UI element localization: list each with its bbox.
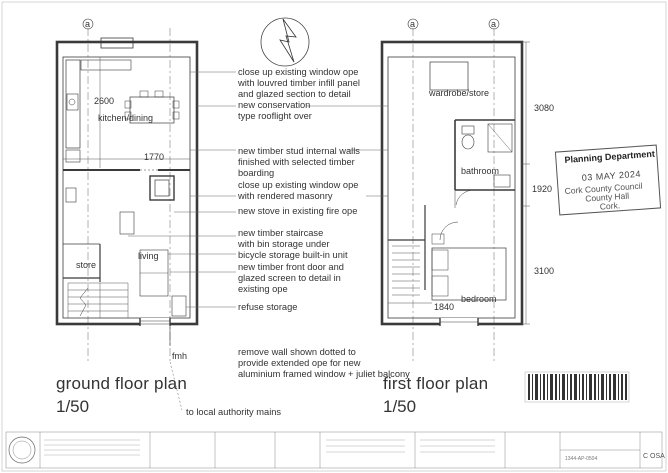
note-line: finished with selected timber: [238, 157, 355, 167]
room-label-store: store: [76, 260, 96, 270]
stamp-line: Cork.: [599, 200, 621, 212]
note-line: remove wall shown dotted to: [238, 347, 356, 357]
room-label-bathroom: bathroom: [461, 166, 499, 176]
note-line: provide extended ope for new: [238, 358, 361, 368]
barcode-icon: [524, 371, 630, 403]
room-label-living: living: [138, 251, 159, 261]
room-label-fmh: fmh: [172, 351, 187, 361]
note-line: type rooflight over: [238, 111, 312, 121]
stamp-title: Planning Department: [564, 148, 656, 165]
note-line: new stove in existing fire ope: [238, 206, 358, 216]
note-line: close up existing window ope: [238, 67, 359, 77]
dimension-1920: 1920: [532, 184, 552, 194]
note-line: with bin storage under: [238, 239, 330, 249]
first-floor-plan: [380, 18, 530, 362]
room-label-bedroom: bedroom: [461, 294, 497, 304]
note-line: new timber staircase: [238, 228, 324, 238]
note-line: glazed screen to detail in: [238, 273, 341, 283]
ground-floor-plan: [55, 18, 199, 411]
note-line: new conservation: [238, 100, 311, 110]
room-label-wardrobe: wardrobe/store: [428, 88, 489, 98]
note-line: bicycle storage built-in unit: [238, 250, 348, 260]
first-floor-plan-scale: 1/50: [383, 397, 417, 416]
title-block: [5, 431, 663, 469]
room-label-kitchen: kitchen/dining: [98, 113, 153, 123]
leader-lines: [128, 71, 388, 308]
note-line: to local authority mains: [186, 407, 282, 417]
note-line: with rendered masonry: [238, 191, 333, 201]
ground-floor-plan-scale: 1/50: [56, 397, 90, 416]
ground-floor-plan-title: ground floor plan: [56, 374, 187, 393]
planning-stamp: Planning Department 03 MAY 2024 Cork Cou…: [554, 144, 662, 216]
note-line: boarding: [238, 168, 275, 178]
dimension-2600: 2600: [94, 96, 114, 106]
note-line: and glazed section to detail: [238, 89, 351, 99]
note-line: existing ope: [238, 284, 288, 294]
dimension-1770: 1770: [144, 152, 164, 162]
section-marker-a: a: [491, 19, 496, 29]
drawing-number: 1344-AP-0504: [565, 456, 598, 462]
note-line: aluminium framed window + juliet balcony: [238, 369, 410, 379]
note-line: close up existing window ope: [238, 180, 359, 190]
dimension-3080: 3080: [534, 103, 554, 113]
first-floor-plan-title: first floor plan: [383, 374, 489, 393]
note-line: with louvred timber infill panel: [238, 78, 360, 88]
note-line: refuse storage: [238, 302, 298, 312]
dimension-1840: 1840: [434, 302, 454, 312]
dimension-3100: 3100: [534, 266, 554, 276]
north-arrow-icon: [260, 17, 310, 67]
note-line: new timber stud internal walls: [238, 146, 360, 156]
section-marker-a: a: [85, 19, 90, 29]
note-line: new timber front door and: [238, 262, 344, 272]
company-logo-text: C OSA: [643, 453, 665, 460]
section-marker-a: a: [410, 19, 415, 29]
